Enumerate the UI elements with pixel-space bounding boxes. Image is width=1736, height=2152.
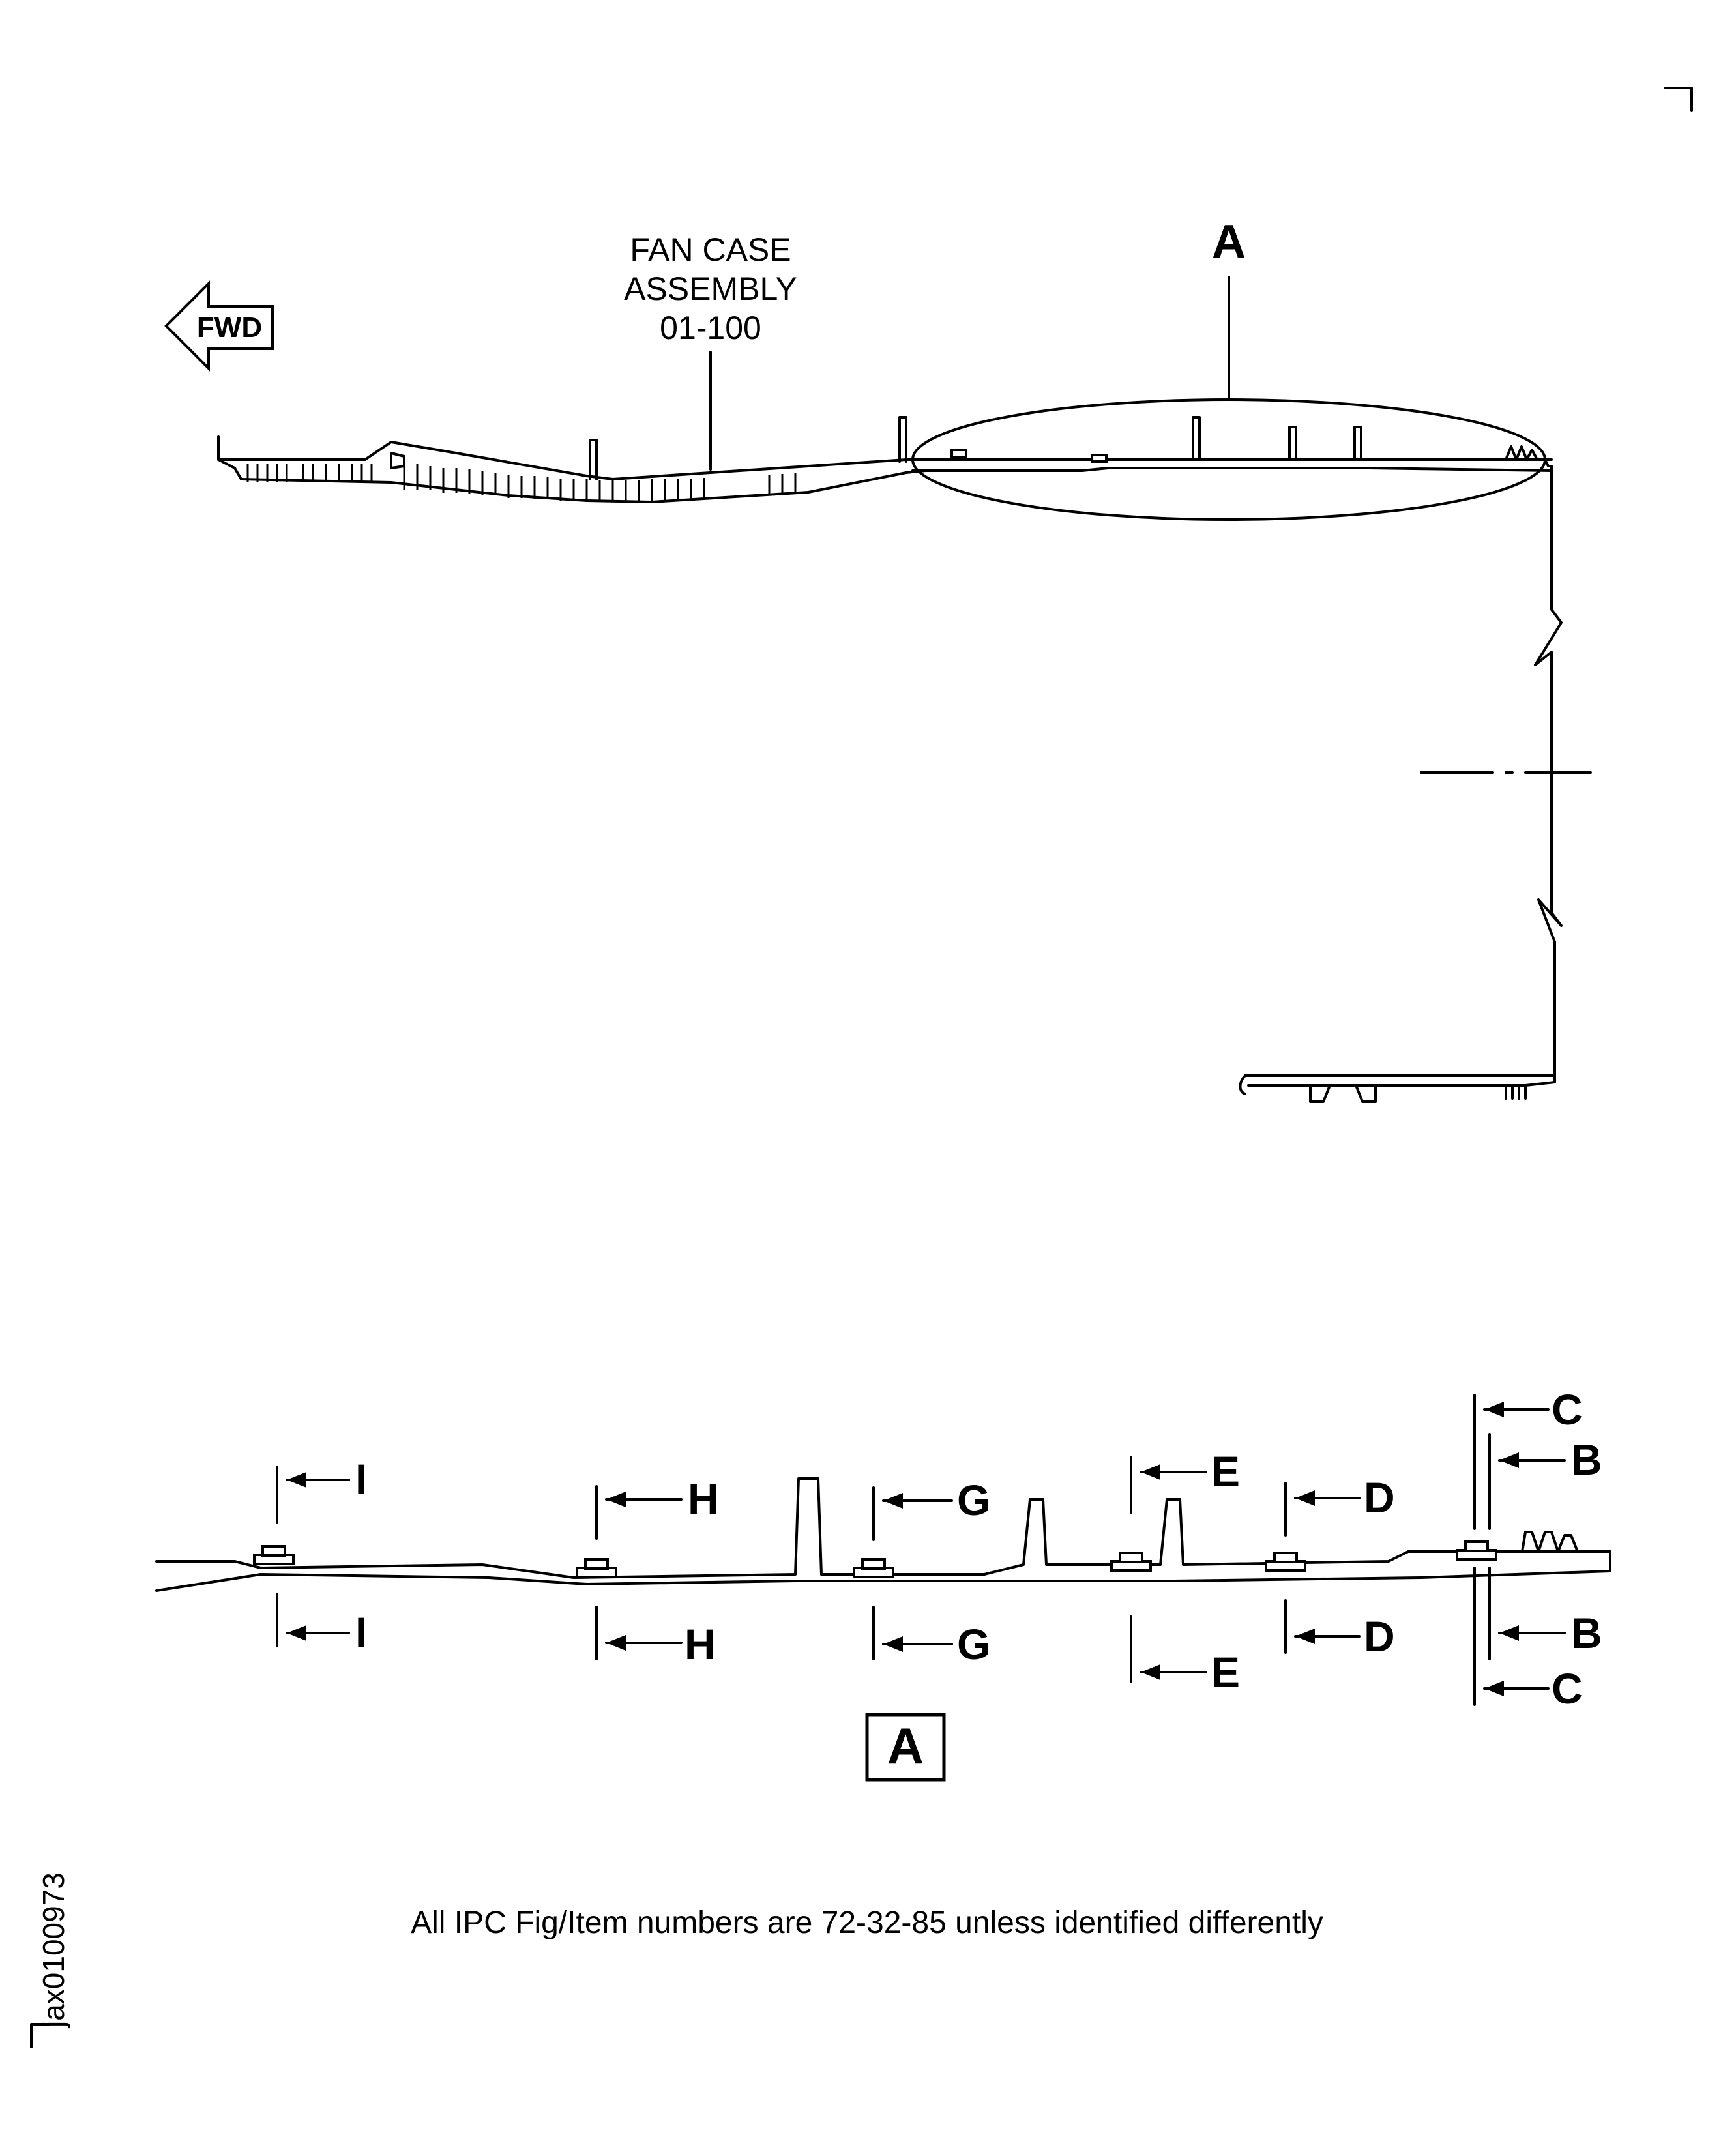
- section-label-h-top: H: [688, 1475, 719, 1523]
- fwd-arrow: FWD: [164, 280, 274, 372]
- section-label-c-top: C: [1552, 1385, 1583, 1434]
- section-label-b-top: B: [1571, 1436, 1602, 1484]
- section-cut-d: D D: [1284, 1473, 1395, 1660]
- section-label-g-bottom: G: [957, 1620, 990, 1668]
- detail-a-profile: [155, 1477, 1611, 1592]
- section-label-e-top: E: [1211, 1447, 1240, 1496]
- fan-case-line2: ASSEMBLY: [624, 271, 797, 307]
- detail-callout-label: A: [1212, 216, 1246, 268]
- section-cut-b: B B: [1488, 1433, 1602, 1660]
- fan-case-line3: 01-100: [660, 310, 761, 346]
- section-label-b-bottom: B: [1571, 1609, 1602, 1657]
- footnote-text: All IPC Fig/Item numbers are 72-32-85 un…: [411, 1906, 1323, 1940]
- section-cut-g: G G: [872, 1476, 990, 1668]
- section-cut-h: H H: [595, 1475, 719, 1668]
- fasteners: [253, 1540, 1497, 1578]
- section-cuts: I I H H G G E E: [276, 1385, 1602, 1713]
- detail-title-box: A: [865, 1713, 946, 1782]
- fan-case-line1: FAN CASE: [630, 231, 791, 268]
- section-label-d-top: D: [1364, 1473, 1395, 1522]
- section-cut-i: I I: [276, 1455, 367, 1657]
- fwd-label: FWD: [197, 312, 262, 344]
- fan-case-profile: [217, 398, 1592, 1103]
- figure-id: jax0100973: [30, 1872, 70, 2048]
- section-label-i-top: I: [355, 1455, 367, 1503]
- section-label-c-bottom: C: [1552, 1664, 1583, 1713]
- section-label-d-bottom: D: [1364, 1612, 1395, 1660]
- corner-mark: [1664, 87, 1693, 112]
- section-label-e-bottom: E: [1211, 1648, 1240, 1696]
- section-cut-e: E E: [1130, 1447, 1240, 1696]
- fan-case-callout: FAN CASE ASSEMBLY 01-100: [624, 231, 797, 471]
- section-cut-c: C C: [1473, 1385, 1583, 1713]
- figure-id-text: jax0100973: [37, 1872, 70, 2029]
- section-label-g-top: G: [957, 1476, 990, 1524]
- section-label-i-bottom: I: [355, 1608, 367, 1657]
- detail-title-label: A: [887, 1717, 924, 1775]
- section-label-h-bottom: H: [684, 1620, 716, 1668]
